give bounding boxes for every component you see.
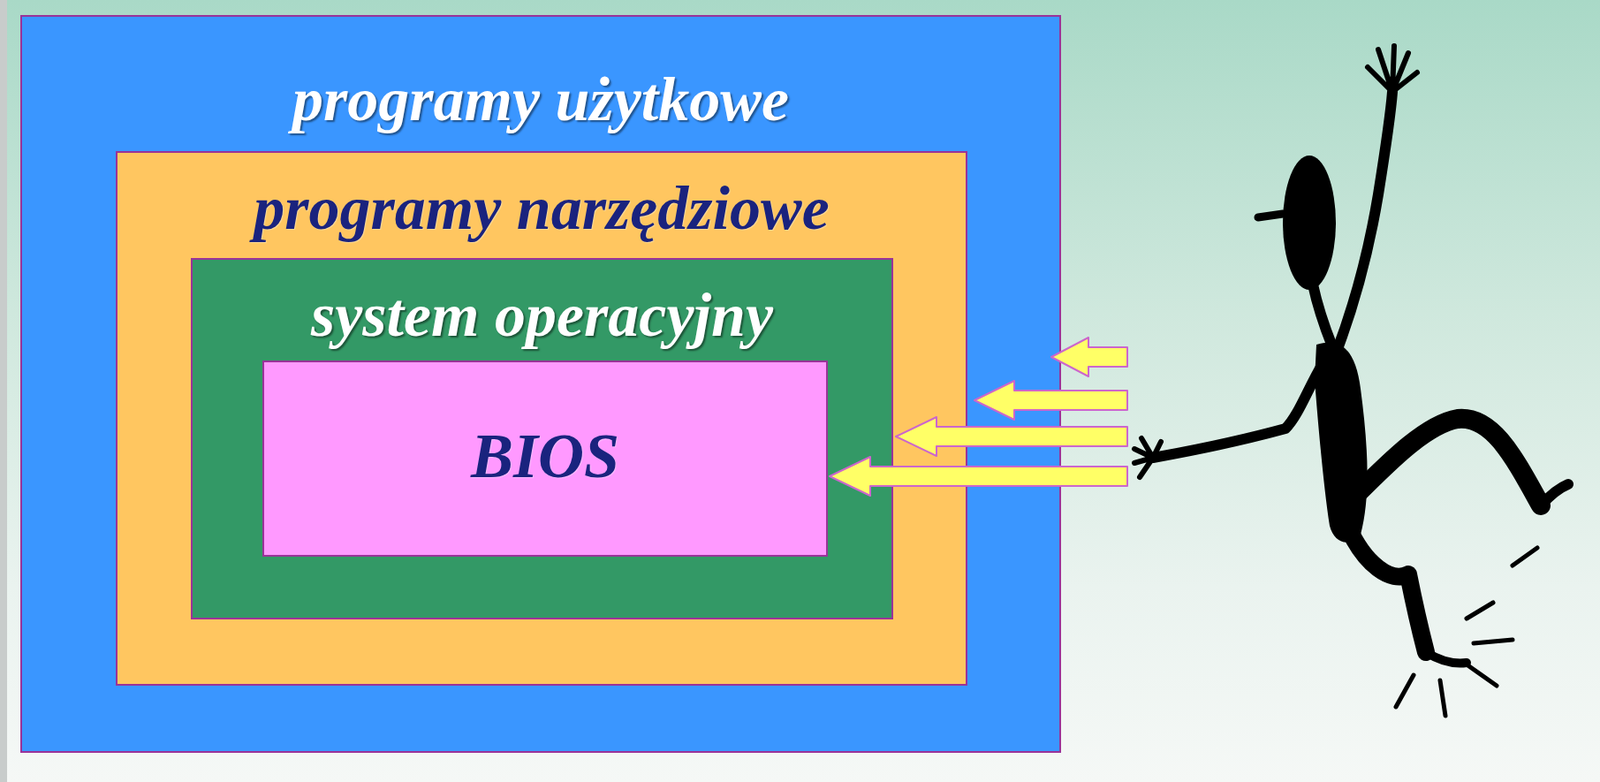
application-layer-box: programy użytkowe programy narzędziowe sys… bbox=[20, 15, 1062, 753]
bios-layer-box: BIOS bbox=[262, 360, 828, 557]
os-layer-box: system operacyjnyBIOS bbox=[190, 257, 894, 620]
layer-label: system operacyjny bbox=[192, 280, 892, 349]
window-border bbox=[0, 0, 8, 782]
layer-label: BIOS bbox=[264, 421, 827, 492]
layer-label: programy użytkowe bbox=[22, 65, 1060, 134]
pointer-arrow bbox=[1051, 337, 1128, 377]
pointer-arrow bbox=[895, 417, 1128, 456]
pointer-arrow bbox=[829, 456, 1128, 496]
layer-label: programy narzędziowe bbox=[117, 174, 966, 243]
pointer-arrow bbox=[974, 380, 1128, 420]
utility-layer-box: programy narzędziowe system operacyjnyBIO… bbox=[115, 151, 968, 686]
